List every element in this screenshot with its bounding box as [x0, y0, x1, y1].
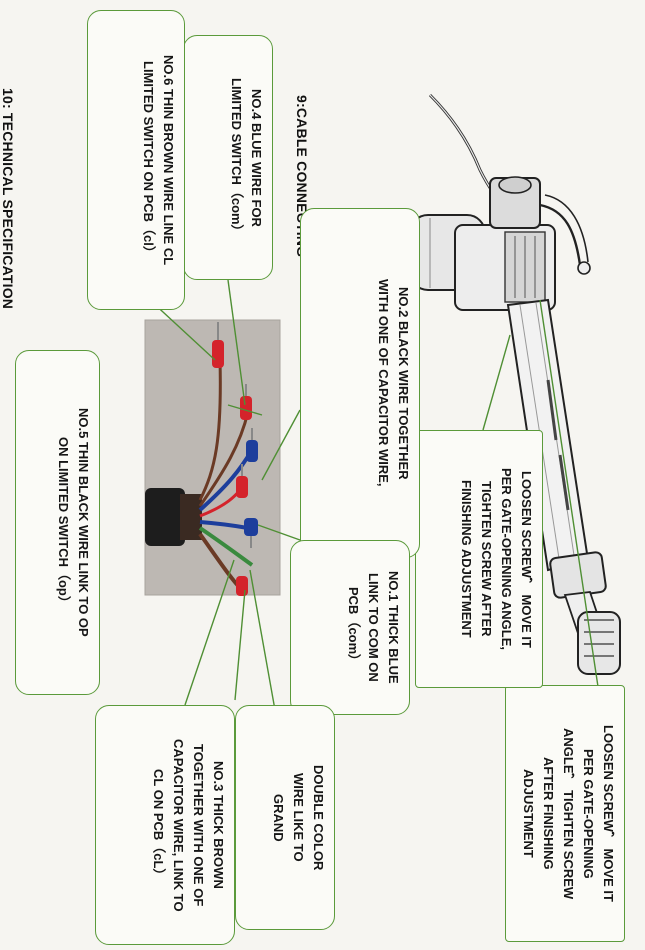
callout-no6-thin-brown: NO.6 THIN BROWN WIRE LINE CL LIMITED SWI…	[87, 10, 185, 310]
callout-no4-blue-wire-text: NO.4 BLUE WIRE FOR LIMITED SWITCH（com）	[229, 77, 264, 238]
callout-no5-thin-black-text: NO.5 THIN BLACK WIRE LINK TO OP ON LIMIT…	[56, 408, 91, 637]
callout-no6-thin-brown-text: NO.6 THIN BROWN WIRE LINE CL LIMITED SWI…	[141, 54, 176, 266]
callout-double-color-wire: DOUBLE COLOR WIRE LIKE TO GRAND	[235, 705, 335, 930]
callout-loosen-screw-right-text: LOOSEN SCREW， MOVE IT PER GATE-OPENING A…	[521, 725, 616, 902]
callout-no4-blue-wire: NO.4 BLUE WIRE FOR LIMITED SWITCH（com）	[183, 35, 273, 280]
callout-no3-thick-brown: NO.3 THICK BROWN TOGETHER WITH ONE OF CA…	[95, 705, 235, 945]
wire-bundle-photo	[144, 319, 281, 596]
callout-no3-thick-brown-text: NO.3 THICK BROWN TOGETHER WITH ONE OF CA…	[151, 738, 226, 912]
callout-no2-black-wire: NO.2 BLACK WIRE TOGETHER WITH ONE OF CAP…	[300, 208, 420, 558]
callout-no5-thin-black: NO.5 THIN BLACK WIRE LINK TO OP ON LIMIT…	[15, 350, 100, 695]
section-heading-technical-specification: 10: TECHNICAL SPECIFICATION	[0, 88, 16, 310]
callout-no1-thick-blue: NO.1 THICK BLUE LINK TO COM ON PCB（com）	[290, 540, 410, 715]
callout-loosen-screw-left-text: LOOSEN SCREW， MOVE IT PER GATE-OPENING A…	[459, 467, 534, 650]
callout-loosen-screw-right: LOOSEN SCREW， MOVE IT PER GATE-OPENING A…	[505, 685, 625, 942]
callout-double-color-wire-text: DOUBLE COLOR WIRE LIKE TO GRAND	[271, 764, 326, 871]
callout-no2-black-wire-text: NO.2 BLACK WIRE TOGETHER WITH ONE OF CAP…	[376, 279, 411, 487]
callout-no1-thick-blue-text: NO.1 THICK BLUE LINK TO COM ON PCB（com）	[346, 571, 401, 684]
callout-loosen-screw-left: LOOSEN SCREW， MOVE IT PER GATE-OPENING A…	[415, 430, 543, 688]
leader-lines	[149, 279, 601, 711]
